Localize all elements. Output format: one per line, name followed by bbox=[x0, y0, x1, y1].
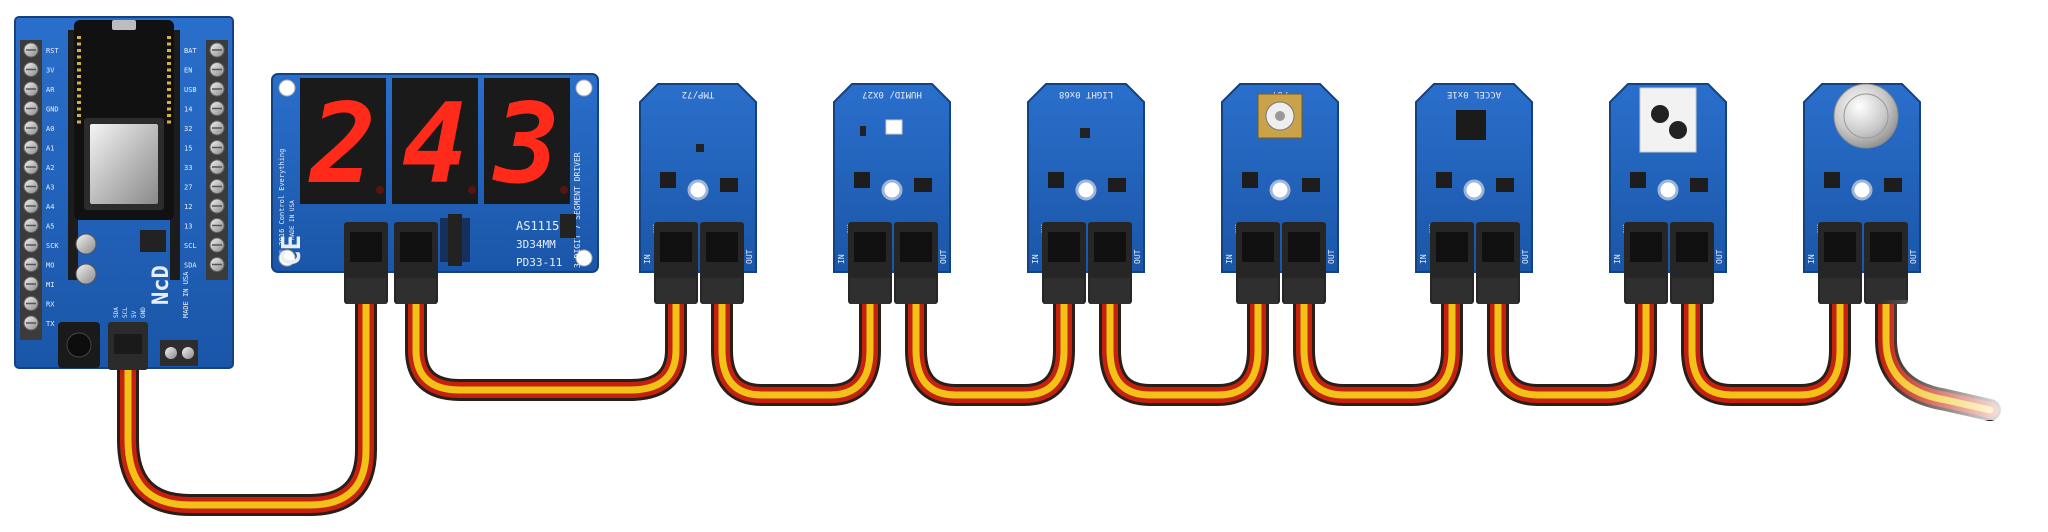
segment-digit-window bbox=[300, 78, 386, 204]
sensor-id-label: TMP/72 bbox=[682, 89, 715, 99]
sensor-board[interactable]: HUMID/ 0X27INOUTGNDVINSDASCLGNDVINSDASCL bbox=[833, 83, 951, 304]
controller-pin-label: TX bbox=[46, 320, 55, 328]
ribbon-cables bbox=[117, 289, 2001, 516]
segment-digit: 3 bbox=[492, 80, 560, 208]
cable-connector[interactable] bbox=[344, 222, 388, 304]
sensor-board[interactable]: ACCEL 0x1EINOUTGNDVINSDASCLGNDVINSDASCL bbox=[1415, 83, 1533, 304]
controller-pin-label: 15 bbox=[184, 145, 192, 153]
out-label: OUT bbox=[745, 249, 754, 264]
controller-pin-label: RST bbox=[46, 47, 59, 55]
controller-pin-label: A3 bbox=[46, 184, 54, 192]
out-label: OUT bbox=[1715, 249, 1724, 264]
cable-connector[interactable] bbox=[1236, 222, 1280, 304]
controller-pin-label: SDA bbox=[184, 262, 197, 270]
controller-brand-sub: MADE IN USA bbox=[182, 271, 190, 318]
in-label: IN bbox=[1807, 254, 1816, 264]
cable-connector[interactable] bbox=[1624, 222, 1668, 304]
controller-pin-label: 33 bbox=[184, 164, 192, 172]
controller-connector-label: SDA bbox=[113, 307, 120, 318]
cable-connector[interactable] bbox=[1670, 222, 1714, 304]
segment-digit: 2 bbox=[308, 80, 376, 208]
display-copyright: © 2016 Control Everything bbox=[278, 149, 286, 254]
display-copyright-sub: MADE IN USA bbox=[289, 200, 296, 240]
out-label: OUT bbox=[939, 249, 948, 264]
cable-connector[interactable] bbox=[654, 222, 698, 304]
controller-pin-label: BAT bbox=[184, 47, 197, 55]
segment-digit: 4 bbox=[402, 80, 468, 208]
cable-connector[interactable] bbox=[848, 222, 892, 304]
controller-pin-label: 12 bbox=[184, 203, 192, 211]
display-chip-label: AS1115 bbox=[516, 219, 559, 233]
sensor-board[interactable]: POTINOUTGNDVINSDASCLGNDVINSDASCL bbox=[1221, 83, 1339, 304]
controller-pin-label: A0 bbox=[46, 125, 54, 133]
cable-connector[interactable] bbox=[1088, 222, 1132, 304]
power-jack[interactable] bbox=[58, 322, 100, 368]
cable-connector[interactable] bbox=[1282, 222, 1326, 304]
controller-brand: NcD bbox=[149, 265, 174, 305]
sensor-id-label: LIGHT 0x68 bbox=[1059, 89, 1113, 99]
controller-pin-label: AR bbox=[46, 86, 55, 94]
controller-pin-label: USB bbox=[184, 86, 197, 94]
display-side-label: 3 DIGIT 7 SEGMENT DRIVER bbox=[573, 152, 582, 268]
controller-pin-label: A2 bbox=[46, 164, 54, 172]
cable-connector[interactable] bbox=[394, 222, 438, 304]
controller-pin-label: 3V bbox=[46, 67, 55, 75]
sensor-id-label: ACCEL 0x1E bbox=[1447, 89, 1501, 99]
segment-digit-window bbox=[484, 78, 570, 204]
controller-connector-label: SCL bbox=[122, 307, 129, 318]
sensor-id-label: HUMID/ 0X27 bbox=[862, 89, 922, 99]
cable-connector[interactable] bbox=[1818, 222, 1862, 304]
controller-board[interactable]: NcD MADE IN USA RST 3V AR GND A0A1A2A3A4A5SC… bbox=[14, 16, 234, 370]
sensor-board[interactable]: TMP/72INOUTGNDVINSDASCLGNDVINSDASCL bbox=[639, 83, 757, 304]
controller-pin-label: 13 bbox=[184, 223, 192, 231]
cable-connector[interactable] bbox=[1864, 222, 1908, 304]
in-label: IN bbox=[643, 254, 652, 264]
display-board-id: PD33-11 bbox=[516, 256, 562, 269]
in-label: IN bbox=[1225, 254, 1234, 264]
controller-pin-label: EN bbox=[184, 67, 192, 75]
controller-pin-label: GND bbox=[46, 106, 59, 114]
controller-connector-label: 5V bbox=[131, 310, 138, 318]
sensor-board[interactable]: MPR 0x28INOUTGNDVINSDASCLGNDVINSDASCL bbox=[1609, 83, 1727, 304]
in-label: IN bbox=[1419, 254, 1428, 264]
cable-connector[interactable] bbox=[894, 222, 938, 304]
in-label: IN bbox=[837, 254, 846, 264]
cable-connector[interactable] bbox=[1430, 222, 1474, 304]
controller-pin-label: A4 bbox=[46, 203, 54, 211]
controller-connector-label: GND bbox=[140, 307, 147, 318]
display-part-label: 3D34MM bbox=[516, 238, 556, 251]
sensor-boards: TMP/72INOUTGNDVINSDASCLGNDVINSDASCLHUMID… bbox=[639, 83, 1921, 304]
potentiometer[interactable] bbox=[1257, 93, 1303, 139]
controller-pin-label: A5 bbox=[46, 223, 54, 231]
display-logo: CE bbox=[277, 235, 307, 266]
controller-pin-label: 27 bbox=[184, 184, 192, 192]
in-label: IN bbox=[1031, 254, 1040, 264]
out-label: OUT bbox=[1327, 249, 1336, 264]
in-label: IN bbox=[1613, 254, 1622, 264]
out-label: OUT bbox=[1909, 249, 1918, 264]
controller-pin-label: SCL bbox=[184, 242, 197, 250]
sensor-board[interactable]: LIGHT 0x68INOUTGNDVINSDASCLGNDVINSDASCL bbox=[1027, 83, 1145, 304]
controller-pin-label: 14 bbox=[184, 106, 192, 114]
out-label: OUT bbox=[1521, 249, 1530, 264]
cable-connector[interactable] bbox=[700, 222, 744, 304]
sensor-board[interactable]: GASINOUTGNDVINSDASCLGNDVINSDASCL bbox=[1803, 83, 1921, 304]
cable-connector[interactable] bbox=[1042, 222, 1086, 304]
controller-pin-label: 32 bbox=[184, 125, 192, 133]
controller-pin-label: SCK bbox=[46, 242, 59, 250]
segment-digit-window bbox=[392, 78, 478, 204]
controller-pin-label: RX bbox=[46, 301, 55, 309]
controller-output-connector[interactable] bbox=[108, 322, 148, 370]
controller-pin-label: A1 bbox=[46, 145, 54, 153]
cable-connector[interactable] bbox=[1476, 222, 1520, 304]
out-label: OUT bbox=[1133, 249, 1142, 264]
feather-module bbox=[74, 20, 174, 220]
controller-pin-label: MO bbox=[46, 262, 54, 270]
gas-sensor-can bbox=[1833, 83, 1899, 149]
controller-pin-label: MI bbox=[46, 281, 54, 289]
